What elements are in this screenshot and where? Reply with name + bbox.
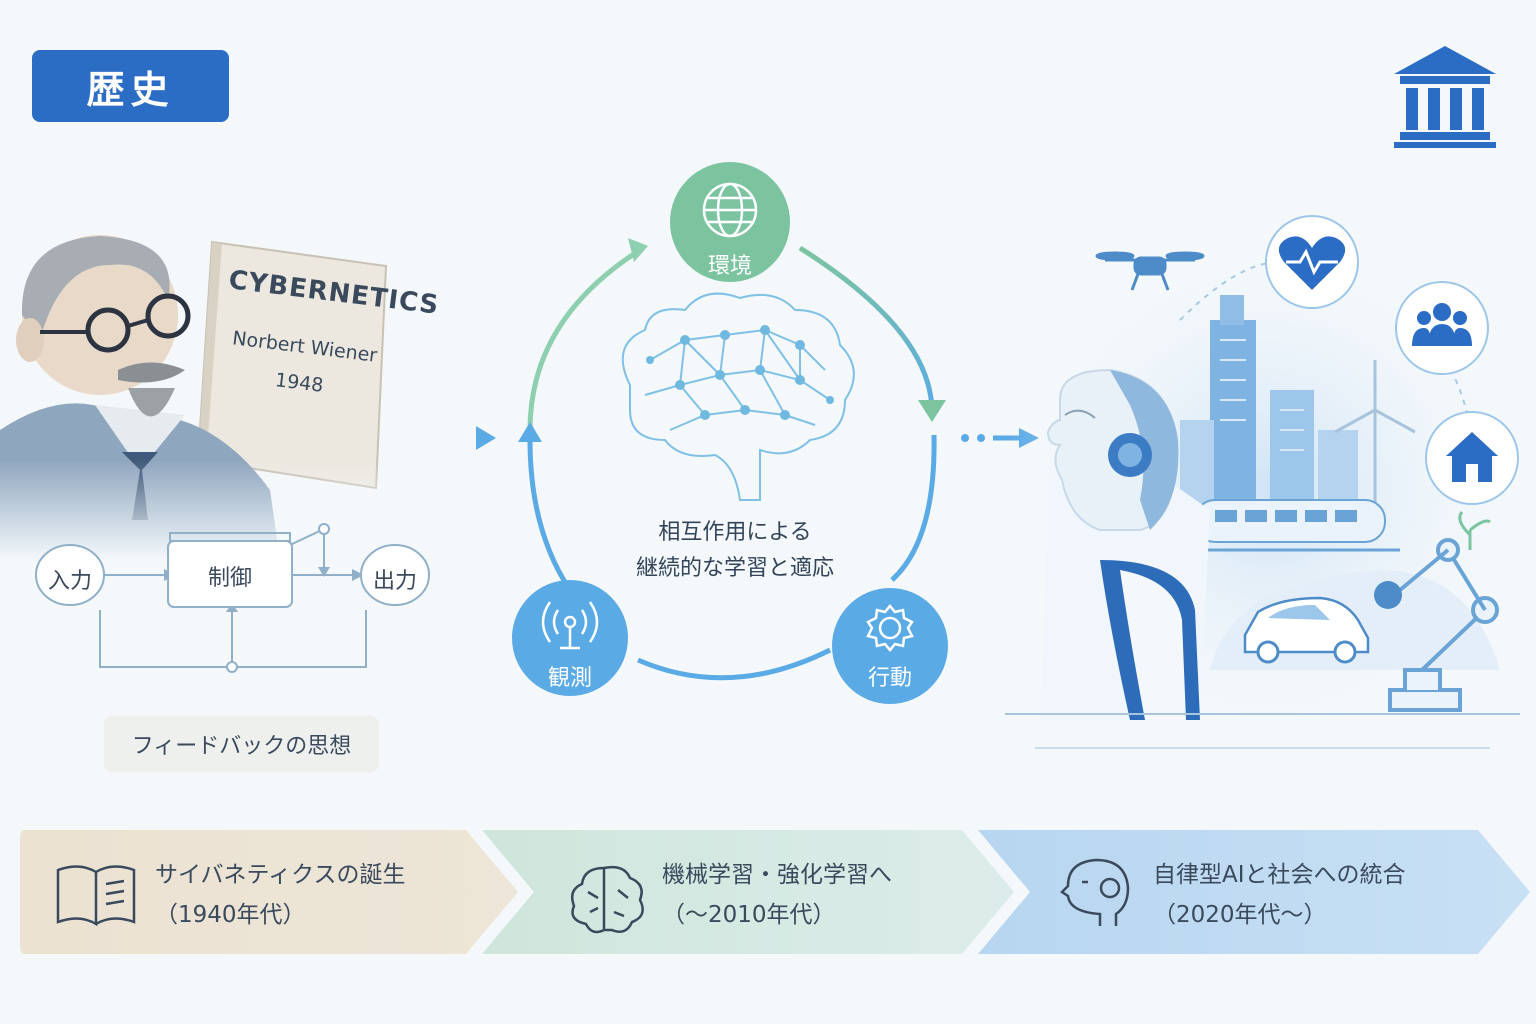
center-line-1: 相互作用による	[658, 520, 812, 545]
timeline-stage-3-period: （2020年代～）	[1153, 902, 1327, 928]
heart-rate-icon	[1278, 236, 1346, 290]
antenna-icon	[541, 601, 599, 650]
brain-network-icon	[621, 292, 855, 501]
timeline-stage-2	[482, 830, 1014, 954]
environment-label: 環境	[707, 254, 752, 279]
home-icon	[1446, 432, 1498, 482]
gear-icon	[866, 604, 914, 652]
museum-columns-icon	[1394, 46, 1496, 148]
globe-icon	[702, 182, 758, 238]
timeline-stage-2-period: （～2010年代）	[662, 902, 836, 928]
observation-label: 観測	[547, 666, 592, 691]
center-line-2: 継続的な学習と適応	[635, 556, 834, 581]
ai-head-icon	[1060, 858, 1130, 926]
feedback-caption: フィードバックの思想	[104, 716, 379, 772]
feedback-loop-diagram	[35, 523, 430, 673]
timeline-banner	[20, 830, 1530, 954]
drone-icon	[1095, 251, 1205, 291]
timeline-stage-2-text: 機械学習・強化学習へ （～2010年代）	[662, 855, 892, 935]
action-node	[832, 588, 948, 704]
timeline-stage-1-title: サイバネティクスの誕生	[155, 862, 406, 888]
interaction-cycle	[512, 162, 948, 704]
car-icon	[1243, 596, 1370, 664]
timeline-stage-2-title: 機械学習・強化学習へ	[662, 862, 892, 888]
timeline-stage-1	[20, 830, 518, 954]
wiener-illustration	[0, 235, 420, 560]
output-node: 出力	[372, 569, 417, 594]
input-node: 入力	[47, 569, 92, 594]
timeline-stage-3-text: 自律型AIと社会への統合 （2020年代～）	[1153, 855, 1406, 935]
ai-society-scene	[1000, 215, 1530, 760]
timeline-stage-1-period: （1940年代）	[155, 902, 306, 928]
robot-arm	[1388, 538, 1499, 712]
arrow-to-cycle	[400, 426, 496, 450]
page-title: 歴史	[32, 50, 229, 122]
timeline-stage-1-text: サイバネティクスの誕生 （1940年代）	[155, 855, 405, 935]
action-label: 行動	[867, 666, 912, 691]
timeline-stage-3-title: 自律型AIと社会への統合	[1153, 862, 1406, 888]
brain-icon	[571, 865, 644, 934]
cycle-center-text: 相互作用による 継続的な学習と適応	[590, 515, 880, 587]
people-icon	[1412, 303, 1472, 346]
control-node: 制御	[207, 566, 252, 591]
book-icon	[56, 865, 136, 927]
